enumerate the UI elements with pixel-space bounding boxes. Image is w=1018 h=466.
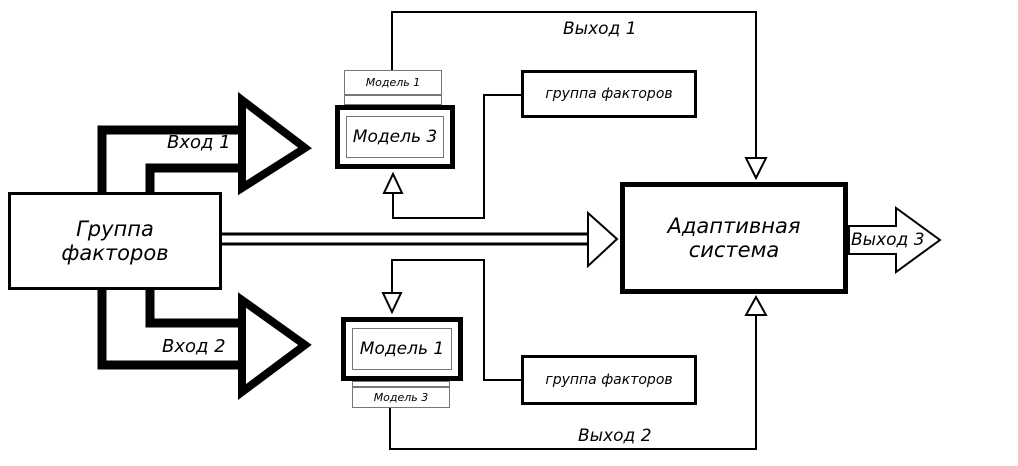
bottom-model-main-label: Модель 1 bbox=[359, 339, 445, 359]
bottom-model-main-box: Модель 1 bbox=[341, 317, 463, 381]
output-1-line bbox=[391, 11, 768, 181]
top-feedback-line bbox=[382, 94, 522, 219]
input-arrow-2 bbox=[97, 290, 312, 400]
factor-group-main-line1: Группа bbox=[76, 217, 154, 241]
output-3-arrow bbox=[848, 206, 942, 274]
adaptive-system: Адаптивная система bbox=[620, 182, 848, 294]
bottom-feedback-line bbox=[381, 259, 522, 381]
bottom-model-main-inner: Модель 1 bbox=[352, 328, 452, 370]
output-2-line bbox=[389, 294, 768, 450]
factor-group-bottom: группа факторов bbox=[521, 355, 697, 405]
output-2-label: Выход 2 bbox=[578, 426, 652, 446]
top-model-main-label: Модель 3 bbox=[352, 127, 438, 147]
input-2-label: Вход 2 bbox=[162, 336, 226, 357]
top-model-main-inner: Модель 3 bbox=[346, 116, 444, 158]
bottom-model-small-strip bbox=[352, 381, 450, 387]
bottom-model-small-label: Модель 3 bbox=[373, 391, 429, 404]
top-model-main-box: Модель 3 bbox=[335, 105, 455, 169]
factor-group-main-line2: факторов bbox=[61, 241, 169, 265]
adaptive-system-line1: Адаптивная bbox=[667, 214, 801, 238]
output-3-label: Выход 3 bbox=[851, 230, 925, 250]
top-model-small-label: Модель 1 bbox=[365, 76, 421, 89]
factor-group-main: Группа факторов bbox=[8, 192, 222, 290]
output-1-label: Выход 1 bbox=[563, 19, 637, 39]
main-flow-arrow bbox=[222, 210, 619, 269]
factor-group-bottom-label: группа факторов bbox=[545, 372, 673, 388]
adaptive-system-line2: система bbox=[688, 238, 780, 262]
input-1-label: Вход 1 bbox=[167, 132, 231, 153]
factor-group-top-label: группа факторов bbox=[545, 86, 673, 102]
top-model-small-strip bbox=[344, 95, 442, 105]
factor-group-top: группа факторов bbox=[521, 70, 697, 118]
input-arrow-1 bbox=[97, 91, 312, 196]
top-model-small-box: Модель 1 bbox=[344, 70, 442, 95]
bottom-model-small-box: Модель 3 bbox=[352, 387, 450, 408]
